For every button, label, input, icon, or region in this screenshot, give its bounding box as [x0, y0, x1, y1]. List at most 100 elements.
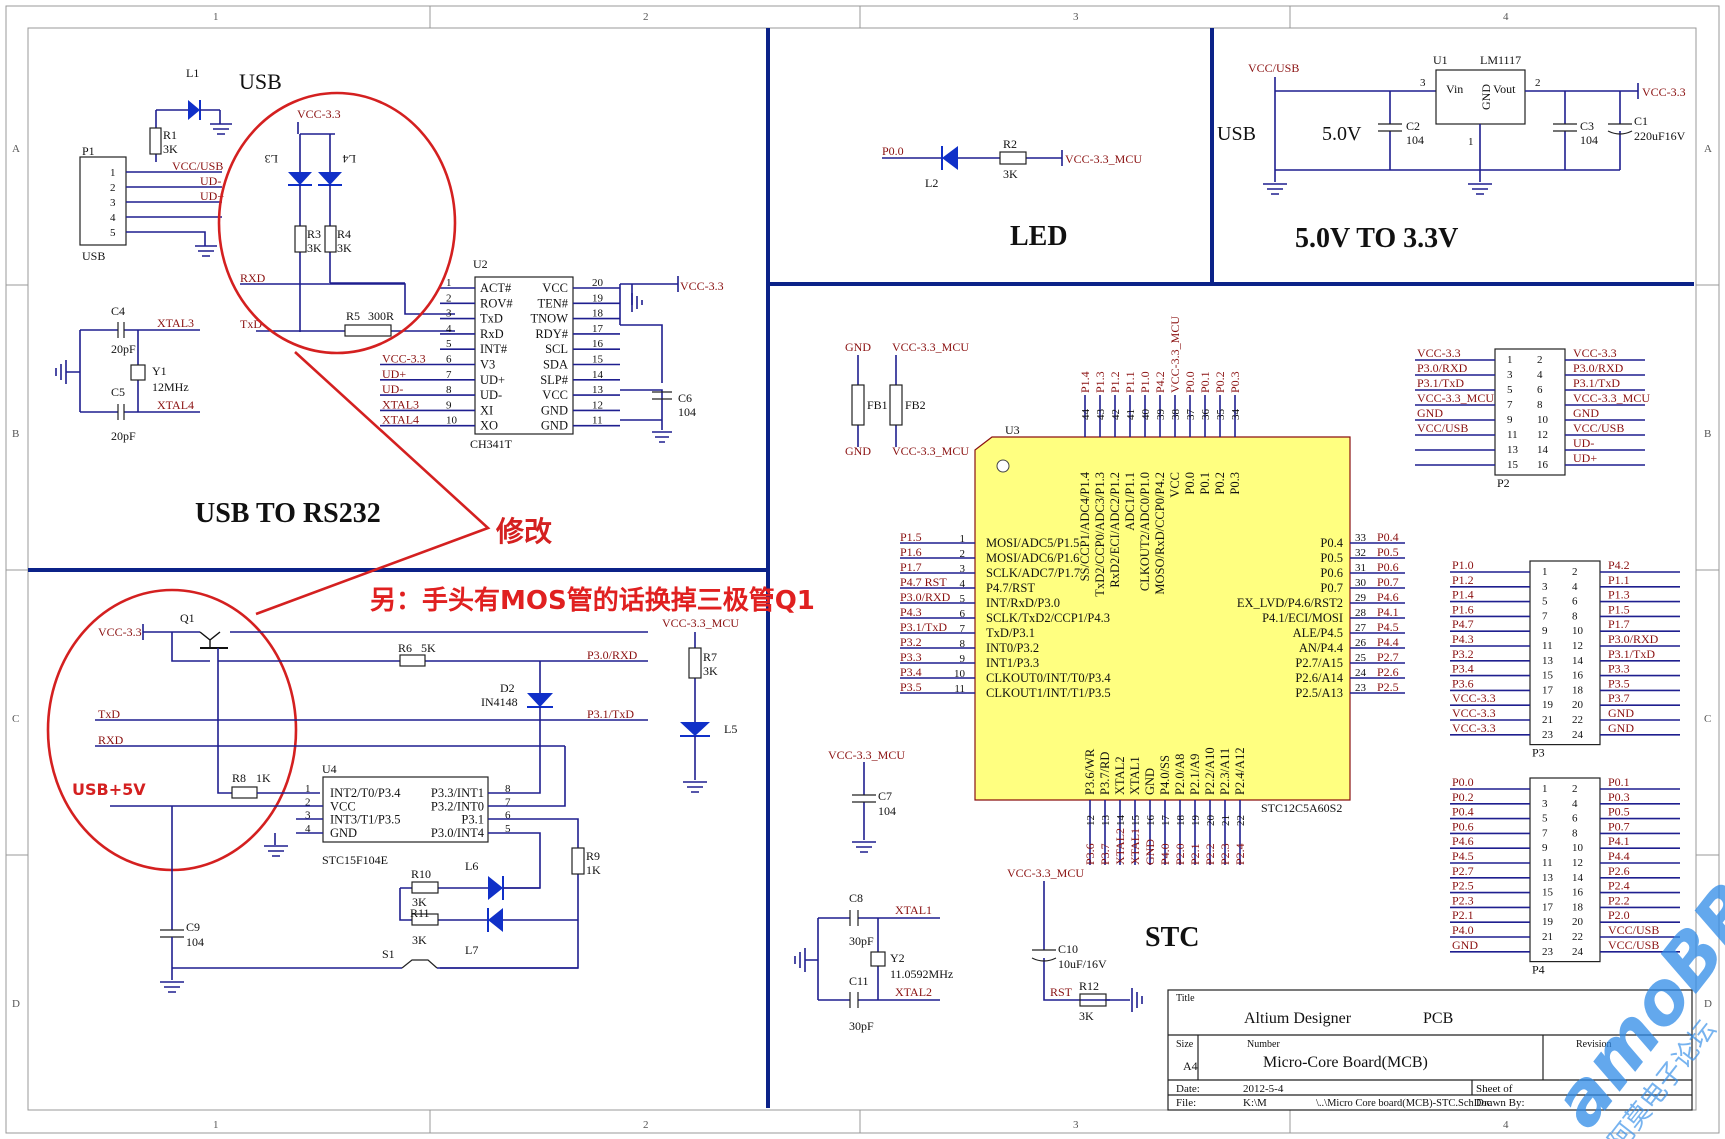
u2-right-pins: 20VCC19TEN#18TNOW17RDY#16SCL15SDA14SLP#1…	[531, 277, 620, 433]
u3-right-pin-name: P2.7/A15	[1295, 656, 1343, 670]
l1-ref: L1	[186, 66, 199, 80]
u3-right-pin-name: P0.6	[1320, 566, 1343, 580]
u3-bottom-net: P4.0	[1158, 843, 1172, 865]
p1-connector	[79, 156, 127, 246]
c3-value: 104	[1580, 133, 1598, 147]
hdr-p2-right-net: GND	[1573, 406, 1599, 420]
u2-right-pin-name: SDA	[543, 358, 568, 372]
y1-value: 12MHz	[152, 380, 189, 394]
u3-bottom-pin-name: P2.2/A10	[1203, 747, 1217, 795]
r4-value: 3K	[337, 241, 352, 255]
r1-value: 3K	[163, 142, 178, 156]
u3-right-pin-num: 28	[1355, 607, 1367, 619]
regulator-block: VCC/USB USB 5.0V U1 LM1117 Vin Vout GND …	[1217, 53, 1686, 195]
c1-ref: C1	[1634, 114, 1648, 128]
l1-led-icon	[188, 100, 201, 120]
hdr-p2-right-net: UD+	[1573, 451, 1597, 465]
u3-left-pin-num: 11	[954, 683, 965, 695]
y1-crystal	[130, 364, 146, 381]
usb-block: USB L1 R1 3K P1 1 2 3 4 5 VCC/USB UD- UD…	[79, 66, 282, 263]
u3-top-pin-num: 38	[1170, 409, 1182, 421]
hdr-p2-left-net: GND	[1417, 406, 1443, 420]
hdr-p3-right-num: 22	[1572, 714, 1583, 726]
hdr-p4-right-net: P0.5	[1608, 805, 1630, 819]
r5-resistor	[344, 324, 392, 337]
c7-ref: C7	[878, 789, 892, 803]
u2-right-pin-num: 16	[592, 338, 604, 350]
u3-bottom-net: P3.6	[1083, 843, 1097, 865]
u3-left-pin-num: 4	[960, 578, 966, 590]
pb-vcc-mcu: VCC-3.3_MCU	[662, 616, 739, 630]
u3-top-net: P4.2	[1153, 371, 1167, 393]
u2-right-pin-num: 12	[592, 399, 603, 411]
u1-part: LM1117	[1480, 53, 1521, 67]
u3-top-pin-num: 37	[1185, 409, 1197, 421]
u3-pin1-dot	[996, 459, 1010, 473]
ground-icon	[631, 293, 643, 312]
r10-value: 3K	[412, 895, 427, 909]
hdr-p3-left-num: 1	[1542, 566, 1548, 578]
r2-resistor	[999, 151, 1027, 165]
reg-usb-label: USB	[1217, 123, 1256, 145]
hdr-p2-right-net: VCC-3.3	[1573, 346, 1617, 360]
r11-value: 3K	[412, 933, 427, 947]
u3-left-pin-name: CLKOUT0/INT/T0/P3.4	[986, 671, 1111, 685]
hdr-p3-right-net: GND	[1608, 721, 1634, 735]
hdr-p4-right-net: P0.7	[1608, 819, 1630, 833]
u3-right-net: P2.6	[1377, 665, 1399, 679]
usb-label: USB	[239, 69, 282, 94]
tb-drawn-by: Drawn By:	[1476, 1097, 1525, 1109]
u2-left-pin-name: RxD	[480, 327, 504, 341]
y2-crystal	[870, 951, 886, 967]
y2-ref: Y2	[890, 951, 905, 965]
u3-right-pin-num: 27	[1355, 622, 1367, 634]
u3-right-net: P0.5	[1377, 545, 1399, 559]
u3-part: STC12C5A60S2	[1261, 801, 1342, 815]
u2-left-pin-name: ACT#	[480, 281, 512, 295]
l6-ref: L6	[465, 859, 478, 873]
u2-left-pin-num: 6	[446, 354, 452, 366]
led-block: P0.0 L2 R2 3K VCC-3.3_MCU	[882, 137, 1142, 190]
tb-number: Micro-Core Board(MCB)	[1263, 1054, 1428, 1071]
tb-title-label: Title	[1176, 993, 1195, 1004]
l3-ref: L3	[265, 152, 278, 166]
u3-right-pin-name: EX_LVD/P4.6/RST2	[1237, 596, 1343, 610]
hdr-p4-left-num: 3	[1542, 798, 1548, 810]
u2-left-pin-name: XI	[480, 403, 493, 417]
r4-ref: R4	[337, 227, 351, 241]
hdr-p2-left-num: 9	[1507, 414, 1513, 426]
hdr-p4-right-net: P0.1	[1608, 775, 1630, 789]
hdr-p2-left-net: P3.0/RXD	[1417, 361, 1468, 375]
hdr-p2-left-net: VCC-3.3	[1417, 346, 1461, 360]
u3-top-net: P1.4	[1078, 371, 1092, 393]
u3-bottom-net: P2.4	[1233, 843, 1247, 865]
fb2-ferrite	[889, 384, 903, 426]
u1-vin: Vin	[1446, 82, 1463, 96]
u2-left-pin-num: 8	[446, 384, 452, 396]
hdr-p4-left-net: P0.6	[1452, 819, 1474, 833]
reg-5v-label: 5.0V	[1322, 123, 1362, 145]
hdr-p3-right-num: 16	[1572, 670, 1584, 682]
net-rxd-left: RXD	[240, 271, 266, 285]
u3-bottom-net: P2.1	[1188, 843, 1202, 865]
u3-bottom-pin-num: 13	[1100, 815, 1112, 827]
u2-net-label: VCC-3.3	[382, 352, 426, 366]
r9-value: 1K	[586, 863, 601, 877]
l4-ref: L4	[343, 152, 356, 166]
hdr-p4-right-num: 2	[1572, 783, 1578, 795]
l2-ref: L2	[925, 176, 938, 190]
hdr-p4-left-num: 23	[1542, 946, 1554, 958]
tb-size: A4	[1183, 1059, 1198, 1073]
c4-value: 20pF	[111, 342, 136, 356]
l6-led-icon	[488, 876, 503, 900]
u3-bottom-pin-num: 21	[1220, 815, 1232, 826]
u3-left-net: P3.3	[900, 650, 922, 664]
hdr-p4-left-num: 9	[1542, 842, 1548, 854]
u3-top-pin-num: 34	[1230, 409, 1242, 421]
ch341-top-vcc: VCC-3.3	[297, 107, 341, 121]
u3-left-net: P3.5	[900, 680, 922, 694]
hdr-p4-left-net: P4.6	[1452, 834, 1474, 848]
hdr-p3-left-num: 17	[1542, 684, 1554, 696]
hdr-p3-left-num: 19	[1542, 699, 1554, 711]
